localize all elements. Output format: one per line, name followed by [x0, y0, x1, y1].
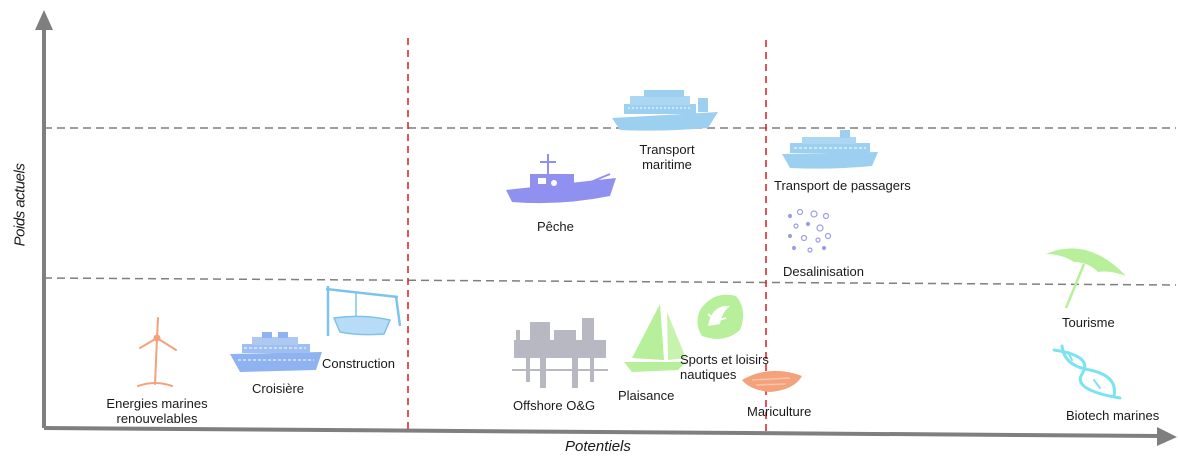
- sector-label-biotech: Biotech marines: [1066, 408, 1160, 423]
- sector-label-sports-loisirs: Sports et loisirs nautiques: [680, 352, 769, 382]
- sector-label-desalinisation: Desalinisation: [783, 264, 864, 279]
- water-droplets-icon: [787, 208, 832, 253]
- x-axis: [43, 426, 1177, 446]
- sector-label-construction: Construction: [322, 356, 395, 371]
- sector-label-energies-marines: Energies marines renouvelables: [106, 396, 208, 426]
- oil-platform-icon: [512, 318, 608, 388]
- cruise-ship-icon: [230, 332, 322, 372]
- y-axis: [35, 10, 53, 428]
- x-axis-title: Potentiels: [565, 438, 631, 455]
- sector-label-transport-maritime: Transport maritime: [639, 142, 695, 172]
- fishing-boat-icon: [506, 154, 616, 204]
- sector-label-tourisme: Tourisme: [1062, 315, 1115, 330]
- sector-label-transport-passagers: Transport de passagers: [774, 178, 911, 193]
- sector-label-plaisance: Plaisance: [618, 388, 675, 403]
- shipyard-crane-icon: [325, 286, 402, 336]
- dna-helix-icon: [1052, 344, 1122, 400]
- shellfish-icon: [742, 370, 802, 392]
- wave-surf-icon: [697, 294, 744, 339]
- container-ship-icon: [612, 90, 718, 131]
- sector-label-offshore: Offshore O&G: [513, 398, 596, 413]
- ferry-icon: [782, 130, 878, 169]
- sector-label-peche: Pêche: [537, 219, 574, 234]
- y-axis-title: Poids actuels: [11, 163, 29, 247]
- sector-label-croisiere: Croisière: [252, 381, 305, 396]
- lower-horizontal-divider: [43, 277, 1177, 286]
- beach-umbrella-icon: [1046, 248, 1126, 309]
- wind-turbine-icon: [137, 317, 177, 387]
- sector-label-mariculture: Mariculture: [747, 404, 812, 419]
- sailboat-icon: [624, 304, 686, 372]
